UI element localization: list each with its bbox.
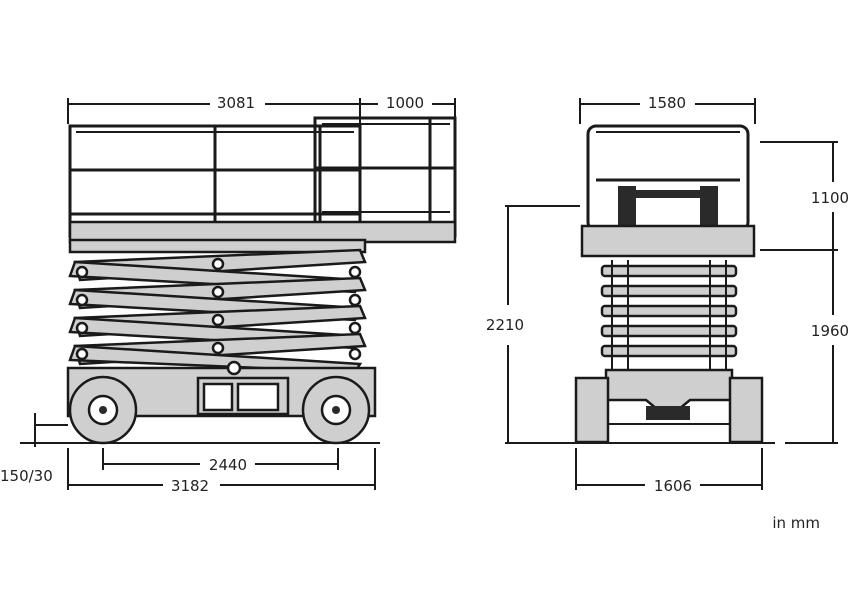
front-panel (700, 186, 718, 226)
pivot-pin (75, 321, 89, 335)
front-panel (618, 186, 636, 226)
front-right-wheel (728, 376, 764, 444)
dim-stowed-height-2210: 2210 (486, 316, 524, 334)
pivot-pin (75, 293, 89, 307)
scissor-slat (600, 304, 738, 318)
pivot-pin (348, 265, 362, 279)
dim-length-3081: 3081 (217, 94, 255, 112)
front-view: 1580 221 (486, 94, 849, 495)
front-guardrail (586, 124, 750, 232)
dim-overall-width-1606: 1606 (654, 477, 692, 495)
pivot-pin (348, 347, 362, 361)
scissor-slat (600, 264, 738, 278)
chassis-window (202, 382, 234, 412)
chassis-window (236, 382, 280, 412)
front-deck (580, 224, 756, 258)
front-crossbar (636, 190, 700, 198)
extension-guardrail (313, 116, 457, 238)
pivot-pin (75, 347, 89, 361)
platform-underside (68, 238, 367, 254)
scissor-slat (600, 284, 738, 298)
rear-hub-center (99, 406, 107, 414)
scissor-stack (68, 248, 367, 374)
dim-extension-1000: 1000 (386, 94, 424, 112)
dim-clearance-150-30: 150/30 (0, 467, 53, 485)
chassis-pin (226, 360, 242, 376)
pivot-pin (348, 293, 362, 307)
pivot-pin (75, 265, 89, 279)
front-left-wheel (574, 376, 610, 444)
dim-lowered-height-1960: 1960 (811, 322, 849, 340)
dim-guardrail-height-1100: 1100 (811, 189, 849, 207)
pivot-pin (211, 285, 225, 299)
scissor-slat (600, 324, 738, 338)
scissor-slat (600, 344, 738, 358)
unit-note: in mm (772, 514, 820, 532)
front-scissor-stack (600, 260, 738, 372)
pivot-pin (211, 257, 225, 271)
side-view: 3081 1000 (0, 94, 457, 495)
dim-overall-length-3182: 3182 (171, 477, 209, 495)
pivot-pin (211, 341, 225, 355)
front-pothole-guard (646, 406, 690, 420)
front-hub-center (332, 406, 340, 414)
dim-wheelbase-2440: 2440 (209, 456, 247, 474)
dim-platform-width-1580: 1580 (648, 94, 686, 112)
pivot-pin (348, 321, 362, 335)
pivot-pin (211, 313, 225, 327)
